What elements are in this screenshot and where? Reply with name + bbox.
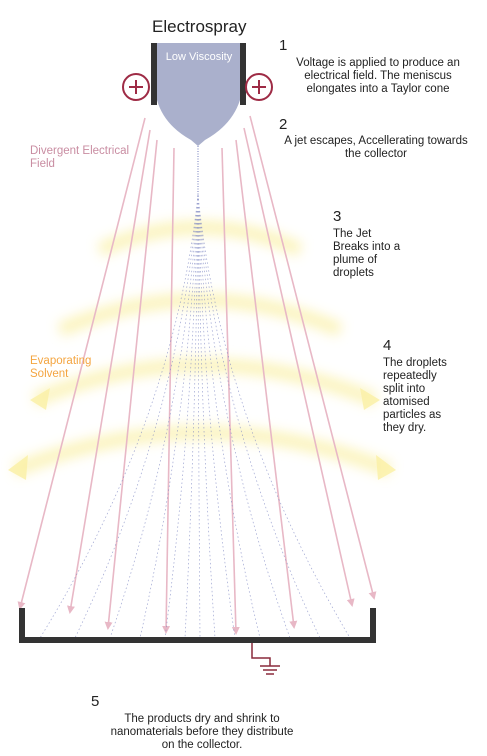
evaporating-solvent-label: Evaporating Solvent: [30, 355, 92, 380]
field-line-arrow: [67, 129, 151, 614]
diagram-title: Electrospray: [152, 17, 247, 36]
step-3-text: The Jet Breaks into a plume of droplets: [333, 228, 401, 279]
field-line-arrow: [104, 139, 158, 630]
droplet-trail: [197, 194, 261, 639]
step-1-text: Voltage is applied to produce an electri…: [296, 57, 460, 95]
droplet-trail: [197, 194, 291, 639]
droplet-trail: [197, 194, 321, 639]
droplet-trail: [197, 194, 216, 639]
step-5-text: The products dry and shrink to nanomater…: [110, 713, 294, 751]
step-5-number: 5: [91, 693, 100, 710]
droplet-trail: [39, 194, 199, 639]
field-line-arrow: [235, 139, 298, 629]
ground-icon: [251, 643, 280, 675]
droplet-trail: [184, 194, 199, 639]
step-4-number: 4: [383, 337, 392, 354]
positive-charge-right-icon: [245, 73, 273, 101]
field-line-arrow: [221, 147, 240, 635]
collector-plate: [19, 608, 376, 643]
droplet-trail: [164, 194, 199, 639]
step-4-text: The droplets repeatedly split into atomi…: [383, 357, 447, 434]
divergent-field-label: Divergent Electrical Field: [30, 145, 130, 170]
field-line-arrow: [243, 127, 355, 607]
step-2-number: 2: [279, 116, 288, 133]
droplet-trail: [109, 194, 199, 639]
droplet-trail: [197, 194, 201, 639]
electrode-right: [240, 43, 246, 105]
electrode-left: [151, 43, 157, 105]
droplet-trail: [139, 194, 199, 639]
droplet-trail: [74, 194, 199, 639]
droplet-trail: [197, 194, 236, 639]
nozzle-label: Low Viscosity: [165, 51, 233, 63]
field-line-arrow: [17, 117, 146, 610]
field-lines: [17, 115, 377, 635]
taylor-cone: [157, 43, 240, 146]
evaporation-arrows: [8, 388, 396, 480]
step-2-text: A jet escapes, Accellerating towards the…: [284, 135, 468, 160]
positive-charge-left-icon: [122, 73, 150, 101]
droplet-trail: [197, 194, 351, 639]
field-line-arrow: [249, 115, 377, 600]
step-1-number: 1: [279, 37, 288, 54]
field-line-arrow: [162, 147, 175, 634]
droplet-plume: [39, 194, 351, 639]
step-3-number: 3: [333, 208, 342, 225]
